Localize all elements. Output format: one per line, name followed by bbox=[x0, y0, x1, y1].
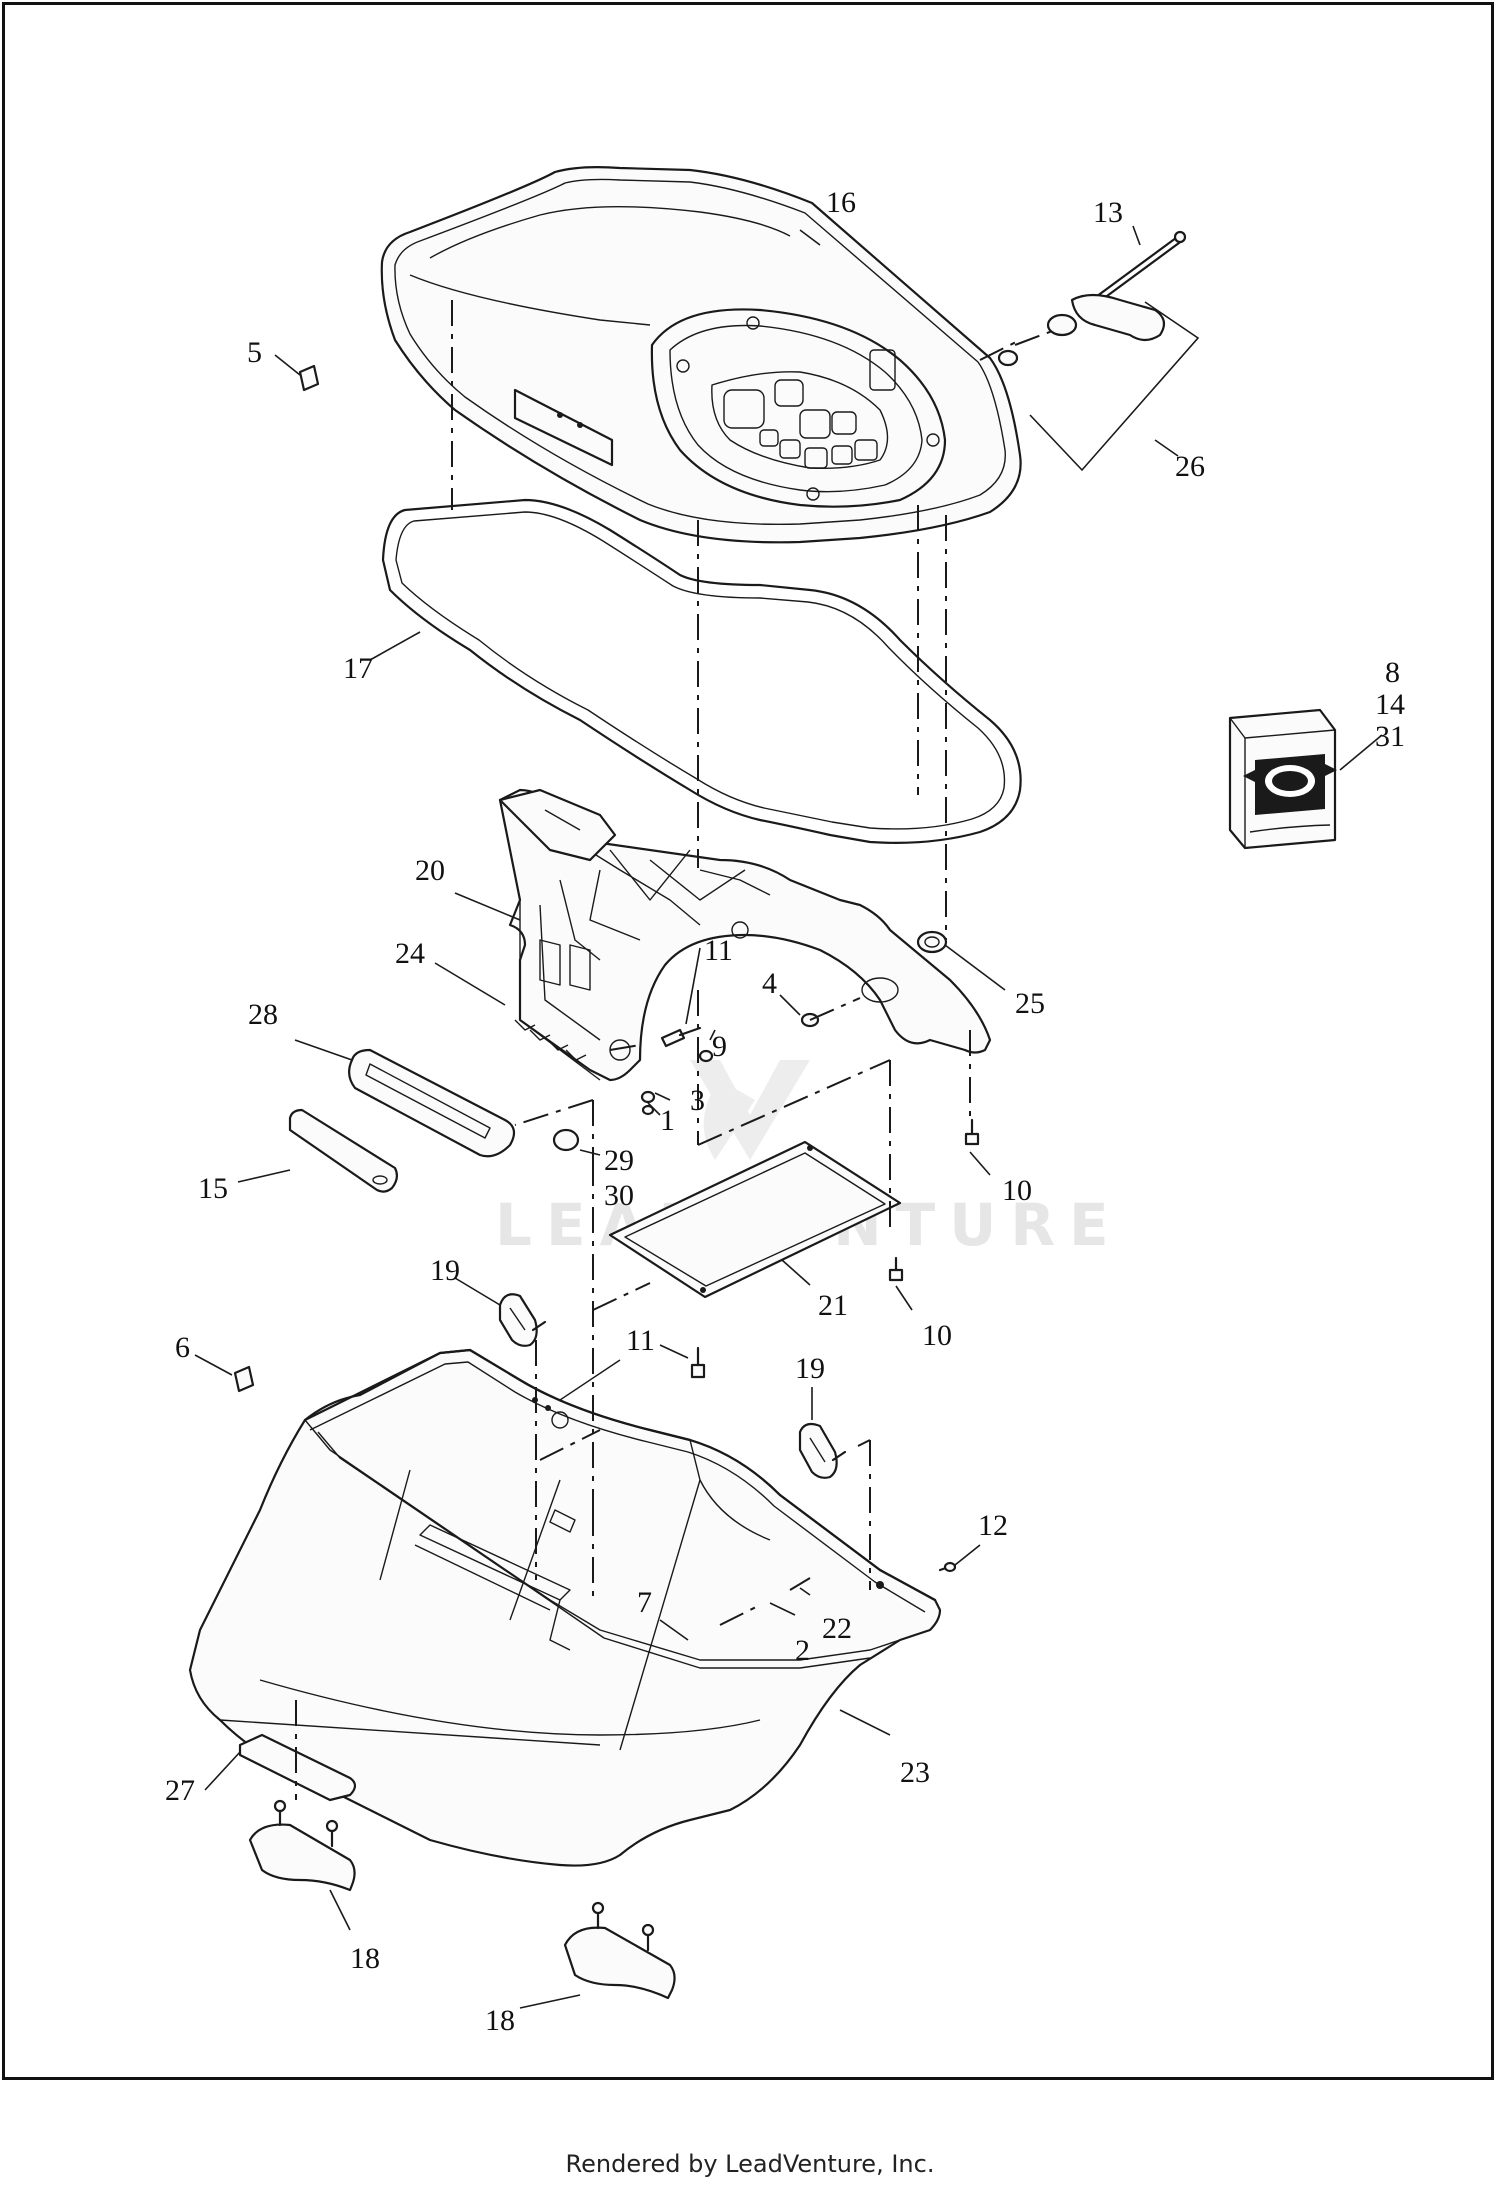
footer-credit: Rendered by LeadVenture, Inc. bbox=[565, 2150, 935, 2178]
callout-16: 16 bbox=[826, 186, 856, 219]
callout-22: 22 bbox=[822, 1612, 852, 1645]
callout-11a: 11 bbox=[704, 934, 733, 967]
callout-21: 21 bbox=[818, 1289, 848, 1322]
part-20-inner-frame bbox=[498, 788, 992, 1082]
callout-26: 26 bbox=[1175, 450, 1205, 483]
callout-20: 20 bbox=[415, 854, 445, 887]
callout-28: 28 bbox=[248, 998, 278, 1031]
part-27-bumper-pad bbox=[238, 1733, 357, 1802]
callout-6: 6 bbox=[175, 1331, 190, 1364]
part-19-hinge-left bbox=[498, 1293, 547, 1347]
callout-4: 4 bbox=[762, 967, 777, 1000]
callout-3: 3 bbox=[690, 1084, 705, 1117]
part-18-mount-right bbox=[563, 1901, 676, 2000]
part-28-handle-trim bbox=[348, 1048, 516, 1158]
part-18-mount-left bbox=[248, 1799, 356, 1892]
assembly-center-lines bbox=[295, 300, 1056, 1800]
callout-30: 30 bbox=[604, 1179, 634, 1212]
part-15-handle-insert bbox=[288, 1108, 399, 1193]
callout-19a: 19 bbox=[430, 1254, 460, 1287]
callout-18b: 18 bbox=[485, 2004, 515, 2037]
callout-11b: 11 bbox=[626, 1324, 655, 1357]
callout-14: 14 bbox=[1375, 688, 1405, 721]
callout-24: 24 bbox=[395, 937, 425, 970]
part-16-lid bbox=[380, 166, 1022, 544]
callout-25: 25 bbox=[1015, 987, 1045, 1020]
callout-8: 8 bbox=[1385, 656, 1400, 689]
leader-lines bbox=[194, 225, 1383, 2009]
part-23-saddlebag-case bbox=[188, 1348, 942, 1867]
callout-15: 15 bbox=[198, 1172, 228, 1205]
callout-18a: 18 bbox=[350, 1942, 380, 1975]
part-17-gasket bbox=[381, 498, 1022, 844]
callout-12: 12 bbox=[978, 1509, 1008, 1542]
callout-7: 7 bbox=[637, 1586, 652, 1619]
callout-13: 13 bbox=[1093, 196, 1123, 229]
callout-17: 17 bbox=[343, 652, 373, 685]
genuine-motor-parts-box-icon bbox=[1228, 708, 1337, 850]
callout-23: 23 bbox=[900, 1756, 930, 1789]
callout-19b: 19 bbox=[795, 1352, 825, 1385]
callout-31: 31 bbox=[1375, 720, 1405, 753]
callout-9: 9 bbox=[712, 1030, 727, 1063]
callout-10b: 10 bbox=[922, 1319, 952, 1352]
callout-2: 2 bbox=[795, 1634, 810, 1667]
part-19-hinge-right bbox=[798, 1422, 847, 1479]
callout-1: 1 bbox=[660, 1104, 675, 1137]
callout-10a: 10 bbox=[1002, 1174, 1032, 1207]
callout-5: 5 bbox=[247, 336, 262, 369]
callout-27: 27 bbox=[165, 1774, 195, 1807]
callout-29: 29 bbox=[604, 1144, 634, 1177]
diagram-frame bbox=[2, 2, 1494, 2080]
part-21-bottom-plate bbox=[608, 1140, 902, 1299]
callout-labels: 16 13 5 26 17 8 14 31 20 24 11 4 25 28 9… bbox=[165, 186, 1405, 2037]
